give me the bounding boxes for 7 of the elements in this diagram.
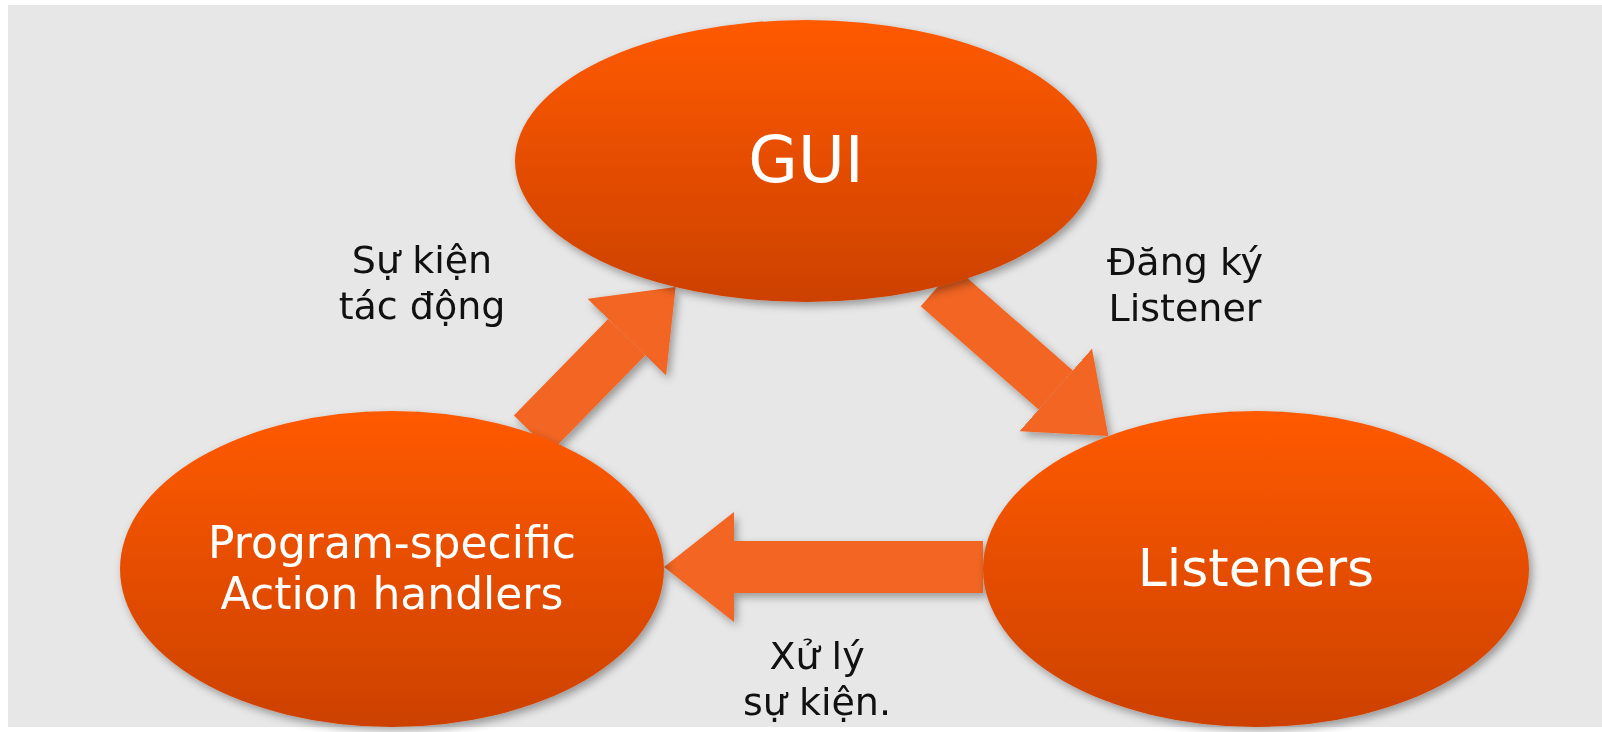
node-label: GUI	[748, 124, 864, 198]
ellipse-node	[515, 20, 1097, 302]
ellipse-node	[983, 411, 1529, 727]
block-arrow	[664, 512, 983, 622]
node-label: Listeners	[1137, 539, 1375, 599]
ellipse-node	[120, 411, 664, 727]
node-label: Program-specific Action handlers	[207, 518, 577, 620]
